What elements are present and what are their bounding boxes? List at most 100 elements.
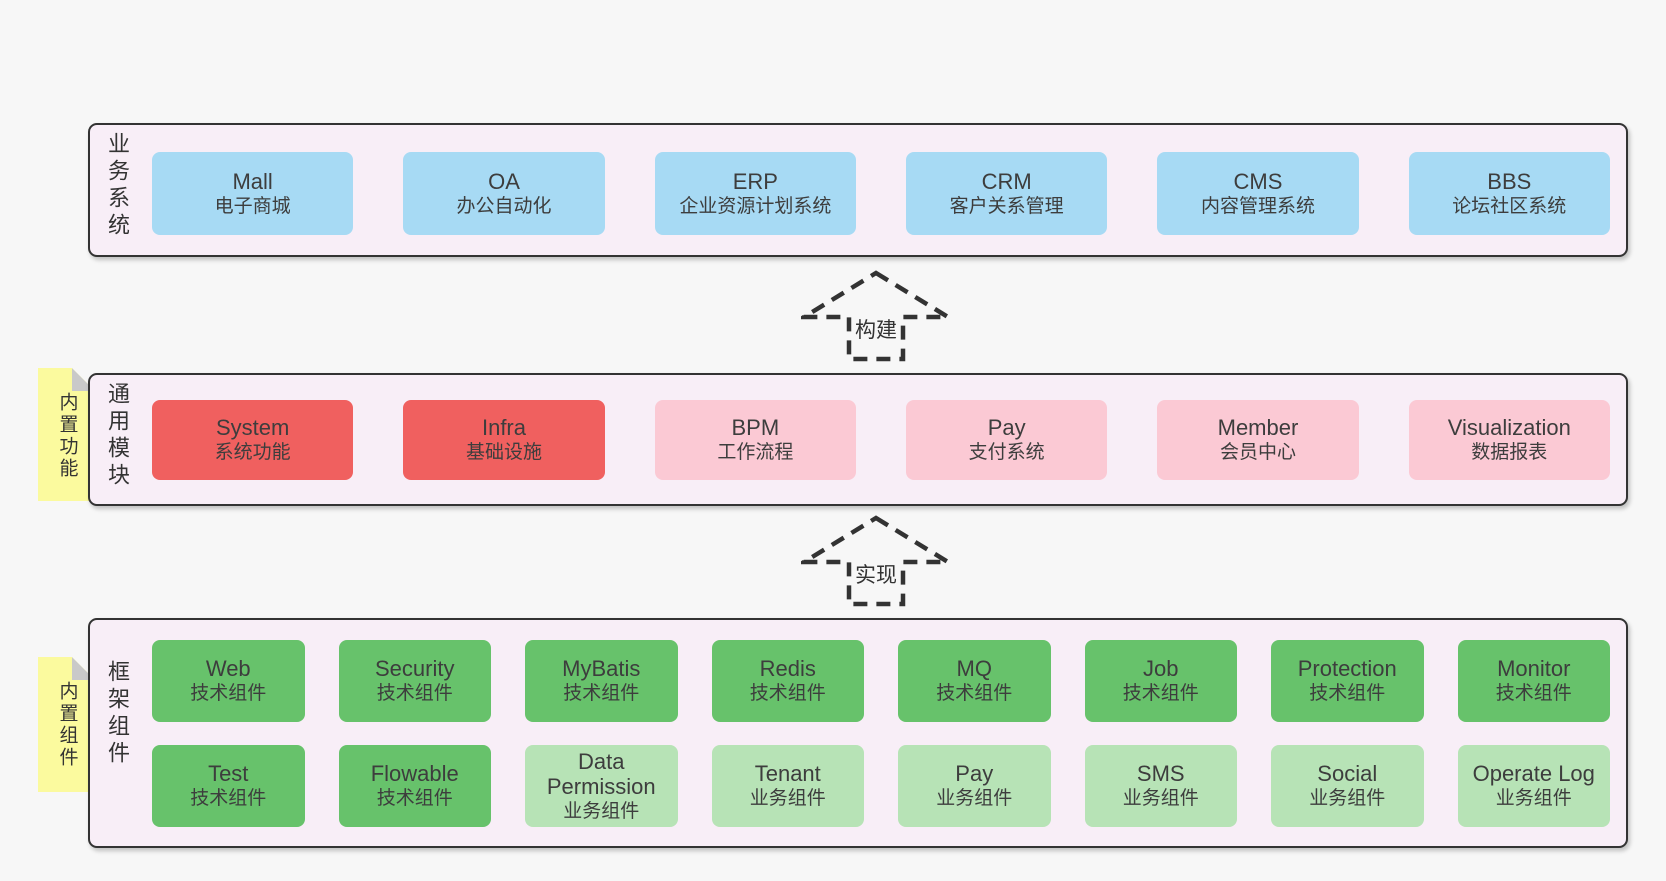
box-mybatis: MyBatis 技术组件 [525, 640, 678, 722]
box-monitor: Monitor 技术组件 [1457, 640, 1610, 722]
box-title: Flowable [370, 761, 459, 786]
box-test: Test 技术组件 [152, 745, 305, 827]
box-member: Member 会员中心 [1157, 400, 1359, 480]
box-subtitle: 业务组件 [749, 788, 826, 809]
box-web: Web 技术组件 [152, 640, 305, 722]
box-redis: Redis 技术组件 [711, 640, 864, 722]
box-bpm: BPM 工作流程 [654, 400, 856, 480]
box-subtitle: 业务组件 [1309, 788, 1386, 809]
box-title: MyBatis [562, 656, 641, 681]
sticky-note-built-in-features: 内置功能 [38, 368, 95, 501]
box-cms: CMS 内容管理系统 [1157, 152, 1359, 235]
common-modules-label: 通用模块 [105, 382, 130, 490]
box-subtitle: 技术组件 [1122, 683, 1199, 704]
box-flowable: Flowable 技术组件 [338, 745, 491, 827]
box-subtitle: 技术组件 [1495, 683, 1572, 704]
box-title: Redis [759, 656, 816, 681]
box-title: BBS [1487, 168, 1532, 194]
box-title: Infra [481, 415, 526, 440]
business-systems-row: Mall 电子商城 OA 办公自动化 ERP 企业资源计划系统 CRM 客户关系… [152, 152, 1610, 235]
box-subtitle: 企业资源计划系统 [679, 195, 832, 217]
box-title: Social [1317, 761, 1378, 786]
framework-components-label: 框架组件 [105, 660, 130, 768]
implement-arrow-icon: 实现 [801, 515, 951, 607]
build-arrow-label: 构建 [855, 319, 897, 342]
box-subtitle: 客户关系管理 [949, 195, 1064, 217]
box-title: Job [1143, 656, 1179, 681]
box-title: OA [488, 168, 520, 194]
box-sms: SMS 业务组件 [1084, 745, 1237, 827]
box-title: Member [1217, 415, 1299, 440]
box-title: Operate Log [1472, 761, 1595, 786]
box-subtitle: 技术组件 [376, 683, 453, 704]
box-title: CRM [981, 168, 1032, 194]
box-subtitle: 工作流程 [717, 442, 794, 463]
box-social: Social 业务组件 [1271, 745, 1424, 827]
box-security: Security 技术组件 [338, 640, 491, 722]
box-title: Data Permission [546, 748, 656, 799]
box-subtitle: 技术组件 [190, 683, 267, 704]
box-title: Monitor [1497, 656, 1571, 681]
box-oa: OA 办公自动化 [403, 152, 605, 235]
box-subtitle: 业务组件 [936, 788, 1013, 809]
box-subtitle: 业务组件 [1122, 788, 1199, 809]
box-title: Mall [232, 168, 273, 194]
box-title: Visualization [1447, 415, 1571, 440]
framework-tech-row: Web 技术组件 Security 技术组件 MyBatis 技术组件 Redi… [152, 640, 1610, 722]
box-crm: CRM 客户关系管理 [905, 152, 1108, 235]
box-title: Security [375, 656, 455, 681]
box-subtitle: 业务组件 [563, 800, 640, 822]
box-title: BPM [731, 415, 780, 440]
sticky-note-text: 内置组件 [56, 681, 78, 769]
box-title: Web [205, 656, 251, 681]
box-subtitle: 论坛社区系统 [1452, 195, 1567, 217]
panel-framework-components: 框架组件 Web 技术组件 Security 技术组件 MyBatis 技术组件… [88, 618, 1628, 848]
sticky-note-text: 内置功能 [56, 392, 78, 480]
box-title: CMS [1233, 168, 1283, 194]
box-protection: Protection 技术组件 [1271, 640, 1424, 722]
box-title: SMS [1136, 761, 1185, 786]
box-title: ERP [732, 168, 778, 194]
panel-common-modules: 通用模块 System 系统功能 Infra 基础设施 BPM 工作流程 Pay… [88, 373, 1628, 506]
box-subtitle: 技术组件 [563, 683, 640, 704]
box-subtitle: 基础设施 [465, 442, 542, 463]
box-data-permission: Data Permission 业务组件 [525, 745, 678, 827]
box-title: Pay [955, 761, 994, 786]
sticky-note-built-in-components: 内置组件 [38, 657, 95, 792]
box-subtitle: 系统功能 [214, 442, 291, 463]
box-job: Job 技术组件 [1084, 640, 1237, 722]
box-mq: MQ 技术组件 [898, 640, 1051, 722]
box-title: Pay [987, 415, 1026, 440]
box-subtitle: 技术组件 [936, 683, 1013, 704]
framework-business-row: Test 技术组件 Flowable 技术组件 Data Permission … [152, 745, 1610, 827]
box-subtitle: 技术组件 [1309, 683, 1386, 704]
box-subtitle: 办公自动化 [456, 195, 552, 217]
box-pay-business: Pay 业务组件 [898, 745, 1051, 827]
box-subtitle: 支付系统 [968, 442, 1045, 463]
box-title: MQ [956, 656, 992, 681]
box-title: Tenant [754, 761, 821, 786]
box-title: Test [208, 761, 249, 786]
box-subtitle: 电子商城 [214, 195, 291, 217]
box-mall: Mall 电子商城 [152, 152, 354, 235]
box-subtitle: 技术组件 [190, 788, 267, 809]
box-title: System [215, 415, 290, 440]
box-pay: Pay 支付系统 [905, 400, 1108, 480]
box-erp: ERP 企业资源计划系统 [654, 152, 856, 235]
business-systems-label: 业务系统 [105, 132, 130, 240]
box-title: Protection [1297, 656, 1397, 681]
box-subtitle: 数据报表 [1471, 442, 1548, 463]
box-subtitle: 内容管理系统 [1200, 195, 1315, 217]
box-bbs: BBS 论坛社区系统 [1408, 152, 1610, 235]
box-operate-log: Operate Log 业务组件 [1457, 745, 1610, 827]
implement-arrow-label: 实现 [855, 564, 897, 587]
common-modules-row: System 系统功能 Infra 基础设施 BPM 工作流程 Pay 支付系统… [152, 400, 1610, 480]
box-tenant: Tenant 业务组件 [711, 745, 864, 827]
build-arrow-icon: 构建 [801, 270, 951, 362]
box-visualization: Visualization 数据报表 [1408, 400, 1610, 480]
box-subtitle: 会员中心 [1219, 442, 1296, 463]
box-infra: Infra 基础设施 [403, 400, 605, 480]
box-system: System 系统功能 [152, 400, 354, 480]
box-subtitle: 技术组件 [749, 683, 826, 704]
